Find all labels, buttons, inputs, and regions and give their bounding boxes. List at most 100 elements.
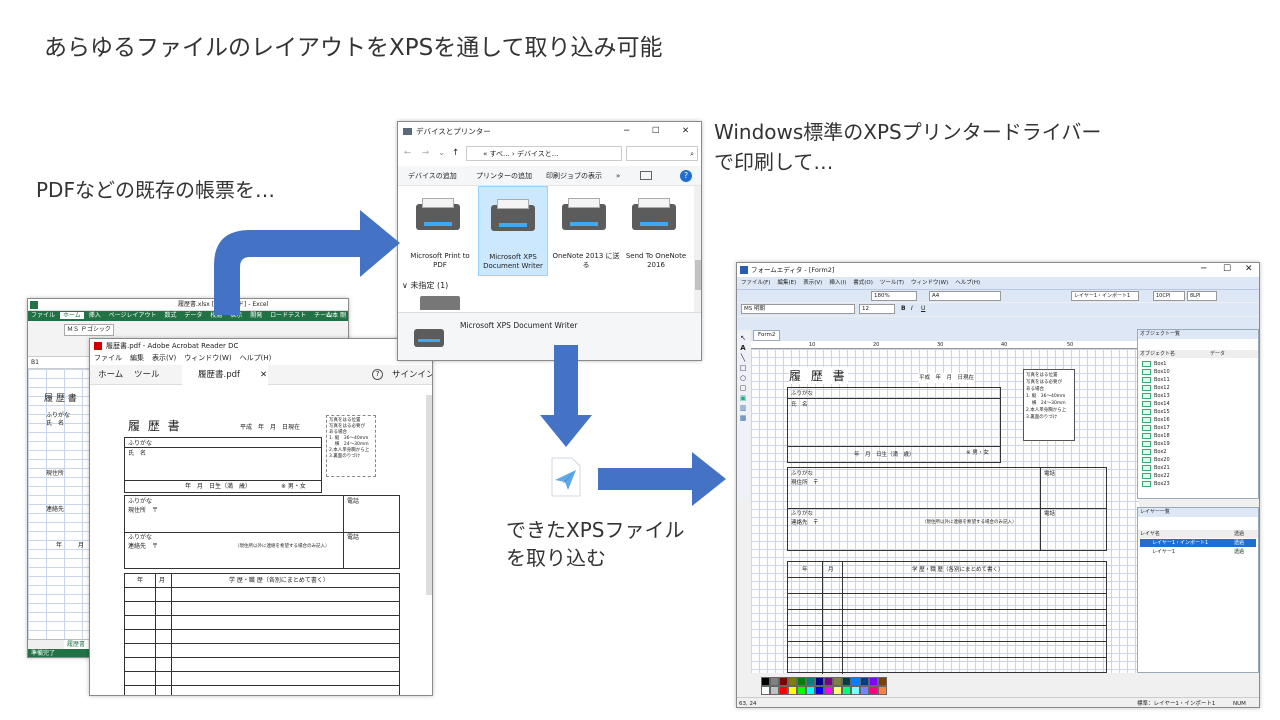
object-list-item[interactable]: Box12 (1140, 384, 1250, 392)
printer-tile[interactable]: OneNote 2013 に送る (552, 190, 620, 276)
pdf-menu-help[interactable]: ヘルプ(H) (239, 354, 272, 362)
help-icon[interactable]: ? (372, 369, 383, 380)
layer-row[interactable]: レイヤー1 透過 (1140, 548, 1256, 556)
italic-button[interactable]: I (911, 305, 913, 312)
close-icon[interactable]: ✕ (1245, 264, 1253, 274)
minimize-icon[interactable]: ─ (1201, 264, 1207, 274)
fe-menu-help[interactable]: ヘルプ(H) (955, 280, 981, 286)
color-swatch[interactable] (761, 677, 770, 686)
fe-menu-window[interactable]: ウィンドウ(W) (911, 280, 949, 286)
pdf-tab-tools[interactable]: ツール (134, 370, 160, 380)
xps-file-icon[interactable] (550, 456, 582, 498)
devices-search-input[interactable]: ⌕ (626, 146, 698, 161)
maximize-icon[interactable]: ☐ (652, 126, 660, 136)
color-swatch[interactable] (824, 686, 833, 695)
fe-menu-format[interactable]: 書式(O) (853, 280, 873, 286)
color-swatch[interactable] (833, 677, 842, 686)
excel-tab-dev[interactable]: 開発 (250, 312, 263, 319)
up-icon[interactable]: ↑ (452, 148, 460, 158)
object-list-item[interactable]: Box19 (1140, 440, 1250, 448)
cpi-select[interactable]: 10CPI (1153, 291, 1185, 301)
close-icon[interactable]: ✕ (682, 126, 690, 136)
forward-icon[interactable]: → (422, 148, 430, 158)
object-list-item[interactable]: Box23 (1140, 480, 1250, 488)
color-swatch[interactable] (770, 686, 779, 695)
scroll-thumb[interactable] (695, 260, 701, 290)
color-swatch[interactable] (842, 686, 851, 695)
devices-scrollbar[interactable] (694, 186, 701, 312)
chevron-down-icon[interactable]: ⌄ (438, 148, 446, 158)
excel-tab-review[interactable]: 校閲 (210, 312, 223, 319)
color-swatch[interactable] (833, 686, 842, 695)
color-swatch[interactable] (869, 677, 878, 686)
color-swatch[interactable] (824, 677, 833, 686)
help-icon[interactable]: ? (680, 170, 692, 182)
minimize-icon[interactable]: ─ (624, 126, 630, 136)
color-swatch[interactable] (860, 686, 869, 695)
color-swatch[interactable] (788, 686, 797, 695)
add-printer-button[interactable]: プリンターの追加 (476, 172, 532, 180)
fe-address-block[interactable]: ふりがな 現住所 〒 電話 ふりがな 連絡先 〒 （現住所以外に連絡を希望する場… (787, 467, 1107, 551)
object-list-item[interactable]: Box16 (1140, 416, 1250, 424)
color-swatch[interactable] (878, 677, 887, 686)
pdf-tab-home[interactable]: ホーム (98, 370, 124, 380)
object-list-item[interactable]: Box17 (1140, 424, 1250, 432)
color-swatch[interactable] (851, 677, 860, 686)
color-swatch[interactable] (761, 686, 770, 695)
object-list-item[interactable]: Box13 (1140, 392, 1250, 400)
image-tool-icon[interactable]: ▣ (739, 394, 747, 402)
excel-tab-home[interactable]: ホーム (59, 312, 84, 319)
line-tool-icon[interactable]: ╲ (740, 354, 746, 362)
fe-history-table[interactable]: 年 月 学 歴・職 歴（各別にまとめて書く） (787, 561, 1107, 674)
color-swatch[interactable] (815, 686, 824, 695)
more-button[interactable]: » (616, 172, 621, 180)
printer-tile-selected[interactable]: Microsoft XPS Document Writer (478, 186, 548, 276)
paper-select[interactable]: A4 (929, 291, 1001, 301)
text-tool-icon[interactable]: A (740, 344, 746, 352)
fe-name-block[interactable]: ふりがな 氏 名 年 月 日生（満 歳） ※ 男・女 (787, 387, 1001, 463)
pdf-doc-tab-close-icon[interactable]: ✕ (260, 370, 268, 380)
pdf-doc-tab[interactable]: 履歴書.pdf (182, 365, 268, 385)
excel-tab-insert[interactable]: 挿入 (88, 312, 101, 319)
excel-tab-loadtest[interactable]: ロードテスト (270, 312, 307, 319)
fe-canvas[interactable]: 履 歴 書 平成 年 月 日現在 写真をはる位置 写真をはる必要が ある場合 1… (751, 349, 1139, 674)
object-list-item[interactable]: Box22 (1140, 472, 1250, 480)
underline-button[interactable]: U (921, 305, 926, 312)
object-list-item[interactable]: Box11 (1140, 376, 1250, 384)
fe-menu-view[interactable]: 表示(V) (803, 280, 823, 286)
layer-row-selected[interactable]: レイヤー1・インポート1 透過 (1140, 539, 1256, 547)
view-icon[interactable] (640, 171, 652, 180)
maximize-icon[interactable]: ☐ (1223, 264, 1232, 274)
table-tool-icon[interactable]: ▦ (739, 414, 747, 422)
excel-tab-team[interactable]: チーム (314, 312, 332, 319)
color-swatch[interactable] (797, 686, 806, 695)
color-swatch[interactable] (860, 677, 869, 686)
color-swatch[interactable] (878, 686, 887, 695)
unspecified-group[interactable]: ∨ 未指定 (1) (402, 281, 448, 291)
object-list-item[interactable]: Box1 (1140, 360, 1250, 368)
print-jobs-button[interactable]: 印刷ジョブの表示 (546, 172, 602, 180)
roundrect-tool-icon[interactable]: ▢ (739, 384, 747, 392)
fe-menu-file[interactable]: ファイル(F) (741, 280, 771, 286)
object-list-item[interactable]: Box10 (1140, 368, 1250, 376)
devices-path[interactable]: « すべ... › デバイスと... (466, 146, 622, 161)
object-list-item[interactable]: Box2 (1140, 448, 1250, 456)
excel-cell-ref[interactable]: B1 (31, 359, 39, 366)
barcode-tool-icon[interactable]: ▥ (739, 404, 747, 412)
excel-user[interactable]: 山本 剛 (326, 312, 346, 319)
color-swatch[interactable] (779, 686, 788, 695)
excel-tab-data[interactable]: データ (184, 312, 203, 319)
color-swatch[interactable] (770, 677, 779, 686)
pdf-menu-file[interactable]: ファイル (94, 354, 122, 362)
pointer-tool-icon[interactable]: ↖ (740, 334, 746, 342)
excel-font-select[interactable]: ＭＳ Ｐゴシック (64, 324, 114, 336)
pdf-scrollbar[interactable] (426, 395, 432, 595)
excel-tab-view[interactable]: 表示 (230, 312, 243, 319)
bold-button[interactable]: B (901, 305, 906, 312)
object-list-item[interactable]: Box20 (1140, 456, 1250, 464)
font-select[interactable]: MS 明朝 (741, 304, 855, 314)
layer-select[interactable]: レイヤー1・インポート1 (1071, 291, 1139, 301)
pdf-menu-window[interactable]: ウィンドウ(W) (184, 354, 232, 362)
zoom-select[interactable]: 180% (871, 291, 917, 301)
fe-menu-edit[interactable]: 編集(E) (777, 280, 797, 286)
